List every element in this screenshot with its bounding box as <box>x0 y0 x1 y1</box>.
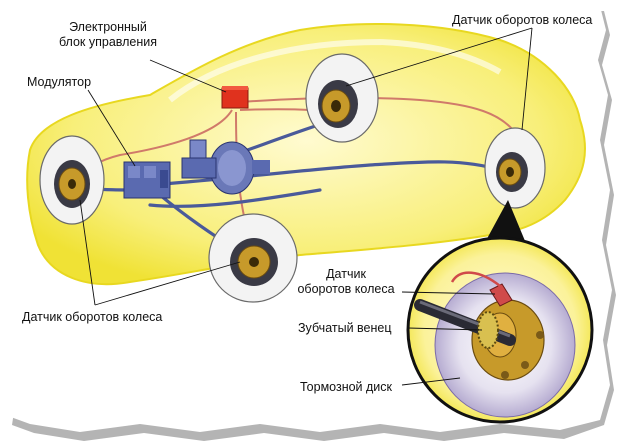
label-sensor-bottom-left: Датчик оборотов колеса <box>22 310 163 324</box>
window-highlight <box>168 38 502 103</box>
label-inset-sensor-line1: Датчик <box>326 267 366 281</box>
leader-bottom-left-1 <box>79 199 96 306</box>
wheel-front-right <box>208 213 298 303</box>
label-inset-sensor-line2: оборотов колеса <box>297 282 395 296</box>
brake-line-aux <box>148 188 322 208</box>
car-body <box>26 23 586 286</box>
ecu-box <box>221 87 249 109</box>
wheel-rear-right <box>484 127 546 209</box>
leader-ecu <box>149 59 227 93</box>
label-tone-ring: Зубчатый венец <box>298 321 392 335</box>
leader-brake-disc <box>401 377 461 386</box>
modulator-unit <box>123 161 171 199</box>
label-ecu: Электронный блок управления <box>38 20 178 50</box>
label-modulator: Модулятор <box>27 75 92 89</box>
ecu-box-top <box>222 86 248 90</box>
sensor-wire-rear <box>239 96 521 141</box>
wheel-front-left <box>39 135 105 225</box>
wheel-rear-left <box>305 53 379 143</box>
label-brake-disc: Тормозной диск <box>300 380 393 394</box>
brake-line-main <box>148 160 502 187</box>
leader-tone-ring <box>407 327 483 331</box>
label-sensor-top-right: Датчик оборотов колеса <box>452 13 593 27</box>
leader-inset-sensor <box>401 291 496 295</box>
label-ecu-line1: Электронный <box>69 20 147 34</box>
leader-bottom-left-2 <box>94 261 241 306</box>
leader-top-right-1 <box>521 27 533 131</box>
leader-top-right-2 <box>345 27 533 87</box>
inset-sensor-wire <box>450 271 501 287</box>
inset-detail <box>406 236 594 424</box>
label-ecu-line2: блок управления <box>58 35 158 49</box>
label-inset-sensor: Датчик оборотов колеса <box>290 267 402 297</box>
brake-booster <box>181 139 270 195</box>
leader-modulator <box>87 89 136 167</box>
